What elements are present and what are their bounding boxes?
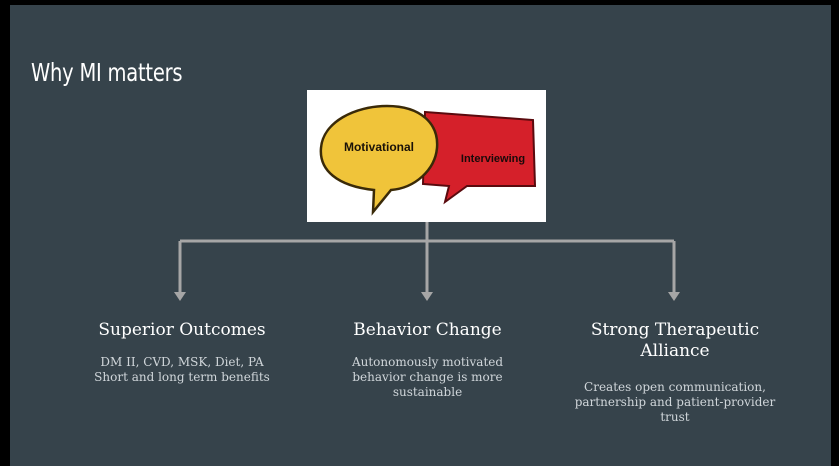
column-body-line: behavior change is more [352,370,503,384]
column-heading-line: Alliance [640,341,710,361]
motivational-interviewing-logo: Motivational Interviewing [307,90,546,222]
logo-word-left: Motivational [344,140,414,154]
yellow-speech-bubble [319,104,439,216]
logo-word-right: Interviewing [461,153,525,165]
slide-title: Why MI matters [31,58,183,87]
column-body: Creates open communication, partnership … [560,380,790,425]
column-body-line: trust [660,410,690,424]
column-strong-therapeutic-alliance: Strong Therapeutic Alliance Creates open… [560,320,790,425]
column-body-line: Short and long term benefits [94,370,270,384]
column-behavior-change: Behavior Change Autonomously motivated b… [320,320,535,400]
column-heading: Behavior Change [353,320,502,340]
column-body: Autonomously motivated behavior change i… [320,355,535,400]
column-superior-outcomes: Superior Outcomes DM II, CVD, MSK, Diet,… [72,320,292,385]
column-body-line: DM II, CVD, MSK, Diet, PA [100,355,264,369]
speech-bubbles-icon: Motivational Interviewing [319,104,537,216]
column-heading: Strong Therapeutic Alliance [560,320,790,362]
slide-border-top [0,0,839,5]
red-speech-bubble [421,110,537,205]
column-body-line: Creates open communication, [584,380,766,394]
slide-border-left [0,0,10,466]
arrowhead-right [668,292,680,301]
column-body-line: Autonomously motivated [351,355,504,369]
slide-border-right [831,0,839,466]
arrowhead-center [421,292,433,301]
column-heading-line: Strong Therapeutic [590,320,760,340]
column-heading: Superior Outcomes [98,320,266,340]
column-body: DM II, CVD, MSK, Diet, PA Short and long… [72,355,292,385]
column-body-line: sustainable [392,385,463,399]
arrowhead-left [174,292,186,301]
column-body-line: partnership and patient-provider [574,395,776,409]
